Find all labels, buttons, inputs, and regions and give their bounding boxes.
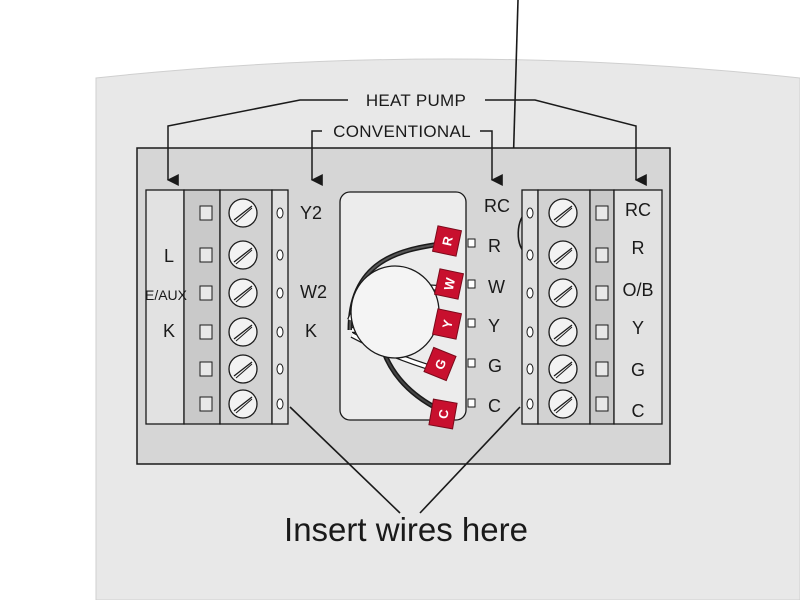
center-terminal-pin: [467, 358, 476, 368]
wire-tag-g: G: [423, 346, 457, 382]
left-outer-label-k: K: [305, 321, 317, 341]
terminal-clamp: [595, 247, 609, 263]
terminal-screw: [548, 198, 578, 228]
left-inner-label-l: L: [164, 246, 174, 266]
svg-text:C: C: [435, 408, 452, 420]
terminal-hole: [526, 249, 534, 261]
conventional-label: CONVENTIONAL: [333, 122, 471, 141]
center-terminal-pin: [467, 318, 476, 328]
terminal-clamp: [595, 396, 609, 412]
terminal-screw: [548, 354, 578, 384]
terminal-screw: [548, 317, 578, 347]
terminal-screw: [228, 198, 258, 228]
heat-pump-bracket-right: [485, 99, 647, 186]
terminal-clamp: [199, 247, 213, 263]
terminal-hole: [276, 287, 284, 299]
heat-pump-bracket: [166, 99, 348, 186]
terminal-clamp: [199, 361, 213, 377]
right-terminal-labels: RC R O/B Y G C: [622, 200, 653, 421]
insert-wires-caption: Insert wires here: [284, 511, 528, 548]
terminal-hole: [526, 326, 534, 338]
center-terminal-pin: [467, 398, 476, 408]
terminal-screw: [548, 240, 578, 270]
terminal-screw: [228, 389, 258, 419]
left-terminal-assembly: [145, 189, 289, 425]
wire-tag-c: C: [428, 398, 458, 430]
svg-text:Y: Y: [439, 318, 456, 330]
conventional-bracket-left: [310, 130, 323, 186]
terminal-screw: [228, 354, 258, 384]
terminal-hole: [526, 207, 534, 219]
right-terminal-label-r: R: [632, 238, 645, 258]
terminal-screw: [228, 317, 258, 347]
terminal-hole: [526, 287, 534, 299]
center-terminal-pin: [467, 238, 476, 248]
left-outer-label-y2: Y2: [300, 203, 322, 223]
terminal-hole: [276, 363, 284, 375]
right-terminal-label-y: Y: [632, 318, 644, 338]
wire-tag-r: R: [431, 225, 463, 257]
svg-text:W: W: [441, 276, 458, 292]
caption-pointer-right: [419, 406, 521, 514]
left-outer-label-w2: W2: [300, 282, 327, 302]
terminal-clamp: [199, 285, 213, 301]
center-terminal-pin: [467, 279, 476, 289]
terminal-screw: [228, 278, 258, 308]
terminal-hole: [526, 363, 534, 375]
terminal-hole: [276, 398, 284, 410]
right-terminal-assembly: [521, 189, 663, 425]
terminal-screw: [548, 389, 578, 419]
terminal-screw: [228, 240, 258, 270]
heat-pump-label: HEAT PUMP: [366, 91, 466, 110]
terminal-clamp: [199, 324, 213, 340]
center-terminal-label-g: G: [488, 356, 502, 376]
caption-pointer-left: [289, 406, 401, 514]
right-terminal-label-o-b: O/B: [622, 280, 653, 300]
terminal-clamp: [199, 396, 213, 412]
wire-tag-y: Y: [431, 308, 463, 340]
right-terminal-label-g: G: [631, 360, 645, 380]
terminal-clamp: [595, 205, 609, 221]
terminal-clamp: [199, 205, 213, 221]
center-terminal-label-rc: RC: [484, 196, 510, 216]
terminal-hole: [526, 398, 534, 410]
center-terminal-label-c: C: [488, 396, 501, 416]
right-terminal-label-c: C: [632, 401, 645, 421]
conventional-bracket-right: [480, 130, 503, 186]
center-terminal-label-w: W: [488, 277, 505, 297]
wire-tag-w: W: [433, 268, 465, 300]
center-terminal-label-y: Y: [488, 316, 500, 336]
center-terminal-label-r: R: [488, 236, 501, 256]
svg-text:R: R: [439, 234, 456, 247]
right-terminal-label-rc: RC: [625, 200, 651, 220]
terminal-screw: [548, 278, 578, 308]
terminal-clamp: [595, 324, 609, 340]
terminal-clamp: [595, 361, 609, 377]
terminal-clamp: [595, 285, 609, 301]
wire-tag-group: R W Y G C: [423, 225, 465, 430]
terminal-hole: [276, 207, 284, 219]
left-inner-label-k: K: [163, 321, 175, 341]
left-inner-label-e-aux: E/AUX: [145, 287, 188, 303]
terminal-hole: [276, 326, 284, 338]
terminal-hole: [276, 249, 284, 261]
